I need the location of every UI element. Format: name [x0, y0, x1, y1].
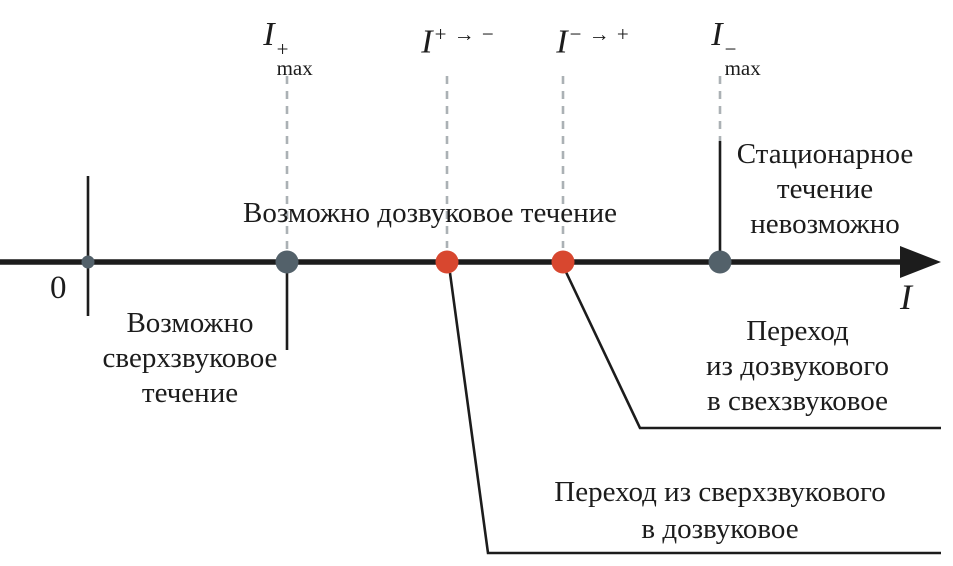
imax-plus-base: I [263, 16, 275, 53]
axis-arrowhead [900, 246, 941, 278]
transition-to-subsonic-line1: Переход из сверхзвукового [554, 476, 886, 508]
imax-minus-sup: − [724, 36, 737, 61]
callout-line-to-supersonic [564, 271, 941, 430]
annotation-supersonic-line2: сверхзвуковое [102, 342, 278, 374]
axis-label: I [900, 277, 912, 317]
trans-plus-minus-base: I [421, 23, 433, 61]
marker-label-imax-minus: I−max [688, 16, 784, 79]
annotation-subsonic-possible: Возможно дозвуковое течение [242, 197, 617, 229]
transition-to-supersonic-line2: из дозвукового [706, 350, 889, 382]
trans-plus-minus-dot [435, 250, 459, 274]
imax-minus-sub: max [724, 56, 761, 81]
imax-minus-scripts: −max [724, 36, 761, 81]
origin-label: 0 [50, 270, 67, 306]
trans-minus-plus-sup: − → + [569, 22, 630, 46]
imax-plus-dot [275, 250, 299, 274]
annotation-stationary-line3: невозможно [750, 208, 900, 240]
trans-minus-plus-dot [551, 250, 575, 274]
marker-label-trans-minus-plus: I− → + [533, 22, 653, 62]
trans-plus-minus-sup: + → − [434, 22, 495, 46]
callout-line-to-subsonic [448, 272, 941, 555]
imax-plus-sup: + [276, 36, 289, 61]
imax-minus-base: I [711, 16, 723, 53]
marker-label-imax-plus: I+max [240, 16, 336, 79]
annotation-transition-to-subsonic: Переход из сверхзвукового в дозвуковое [495, 474, 945, 548]
trans-minus-plus-base: I [556, 23, 568, 61]
imax-plus-sub: max [276, 56, 313, 81]
marker-label-trans-plus-minus: I+ → − [398, 22, 518, 62]
annotation-transition-to-supersonic: Переход из дозвукового в свехзвуковое [650, 314, 945, 419]
annotation-supersonic-possible: Возможно сверхзвуковое течение [55, 306, 325, 411]
origin-dot [81, 255, 95, 269]
transition-to-subsonic-line2: в дозвуковое [641, 513, 799, 545]
transition-to-supersonic-line3: в свехзвуковое [707, 385, 888, 417]
annotation-supersonic-line3: течение [141, 377, 239, 409]
transition-to-supersonic-line1: Переход [746, 315, 849, 347]
annotation-supersonic-line1: Возможно [126, 307, 254, 339]
imax-minus-dot [708, 250, 732, 274]
annotation-stationary-impossible: Стационарное течение невозможно [700, 137, 950, 242]
annotation-stationary-line2: течение [776, 173, 874, 205]
annotation-stationary-line1: Стационарное [736, 138, 914, 170]
imax-plus-scripts: +max [276, 36, 313, 81]
